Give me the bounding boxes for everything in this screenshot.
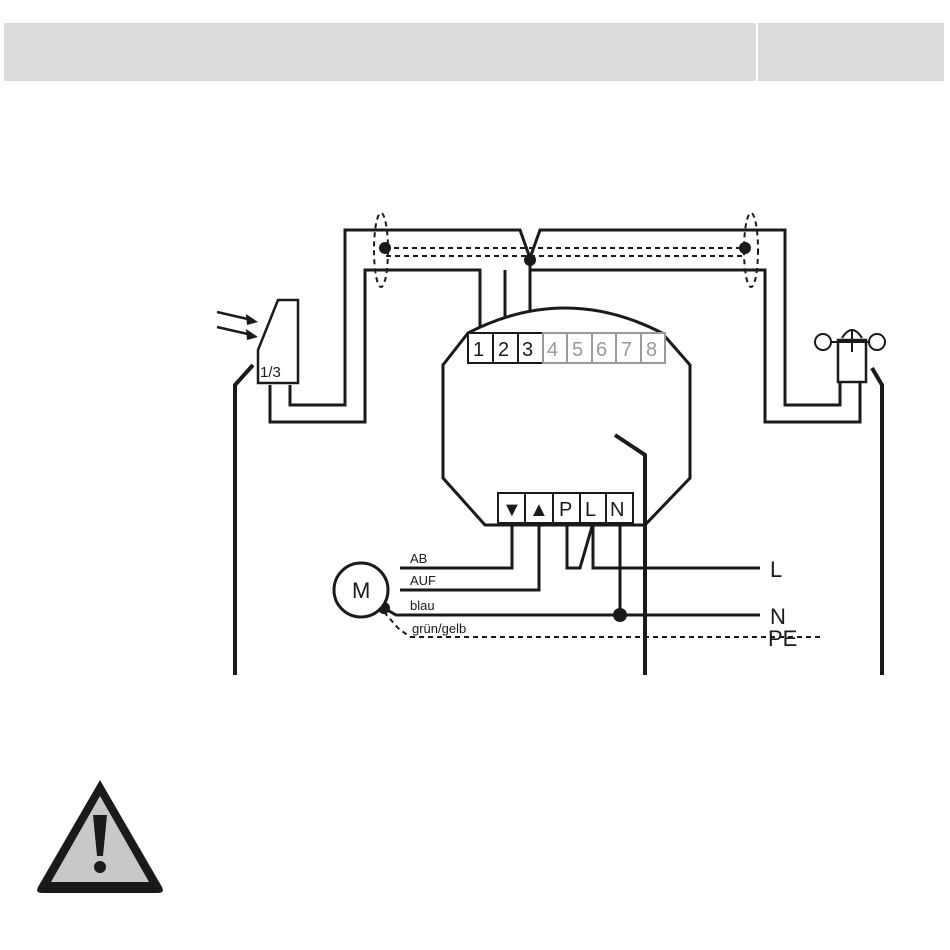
light-sensor-icon: 1/3 [217, 300, 298, 383]
terminal-down: ▼ [502, 499, 522, 521]
terminal-up: ▲ [529, 499, 549, 521]
terminal-8: 8 [646, 339, 657, 361]
terminal-4: 4 [547, 339, 558, 361]
terminal-2: 2 [498, 339, 509, 361]
wall-right [872, 368, 882, 675]
wire-l [593, 523, 760, 568]
terminal-l: L [585, 499, 596, 521]
terminal-7: 7 [621, 339, 632, 361]
wire-label-gruen-gelb: grün/gelb [412, 621, 466, 636]
wire-label-ab: AB [410, 551, 427, 566]
wire-label-blau: blau [410, 598, 435, 613]
wire-blau [384, 608, 760, 615]
wall-left [235, 365, 253, 675]
motor-label: M [352, 578, 370, 603]
warning-triangle-icon [37, 780, 163, 893]
terminal-n: N [610, 499, 624, 521]
terminal-6: 6 [596, 339, 607, 361]
terminal-block-bottom: ▼ ▲ P L N [498, 493, 633, 523]
wire-pl-bridge [567, 523, 593, 568]
shield-line-bottom [385, 248, 745, 256]
terminal-block-top: 1 2 3 4 5 6 7 8 [468, 333, 665, 363]
wire-label-auf: AUF [410, 573, 436, 588]
terminal-3: 3 [522, 339, 533, 361]
power-wiring [384, 523, 760, 615]
dot-center [524, 254, 536, 266]
line-label-l: L [770, 557, 782, 582]
terminal-5: 5 [572, 339, 583, 361]
terminal-1: 1 [473, 339, 484, 361]
line-label-pe: PE [768, 626, 797, 651]
terminal-p: P [559, 499, 572, 521]
sensor-label: 1/3 [260, 364, 281, 381]
dot-right [739, 242, 751, 254]
dot-left [379, 242, 391, 254]
